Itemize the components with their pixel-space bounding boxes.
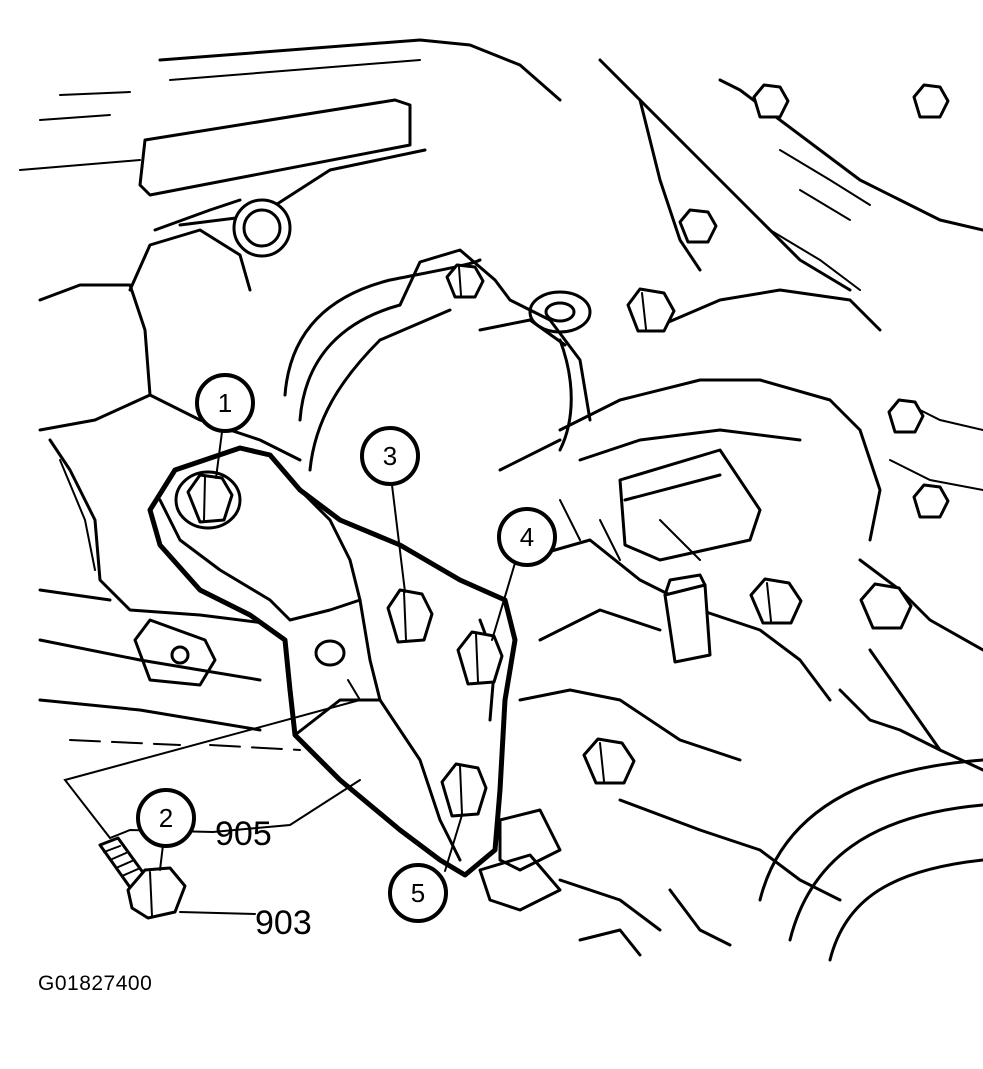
bracket-lower-bolt <box>440 762 488 818</box>
callout-3-number: 3 <box>383 441 397 471</box>
mount-bracket <box>147 445 518 878</box>
callout-1: 1 <box>195 373 255 433</box>
transmission-housing <box>19 38 562 751</box>
part-label-905: 905 <box>215 815 272 853</box>
callout-4-number: 4 <box>520 522 534 552</box>
loose-bolt <box>98 836 187 920</box>
callout-1-number: 1 <box>218 388 232 418</box>
callout-5-number: 5 <box>411 878 425 908</box>
part-label-903: 903 <box>255 904 312 942</box>
torque-converter-housing <box>283 248 592 472</box>
bracket-right-bolt <box>456 630 504 686</box>
callout-2-number: 2 <box>159 803 173 833</box>
background-bolts <box>445 83 950 785</box>
callout-4: 4 <box>497 507 557 567</box>
bracket-middle-bolt <box>386 588 434 644</box>
callout-5: 5 <box>388 863 448 923</box>
figure-id: G01827400 <box>38 972 153 995</box>
callout-2: 2 <box>136 788 196 848</box>
callout-3: 3 <box>360 426 420 486</box>
transfer-case <box>478 58 983 962</box>
bracket-upper-bolt <box>174 470 242 530</box>
explode-guide-lines <box>63 679 362 839</box>
